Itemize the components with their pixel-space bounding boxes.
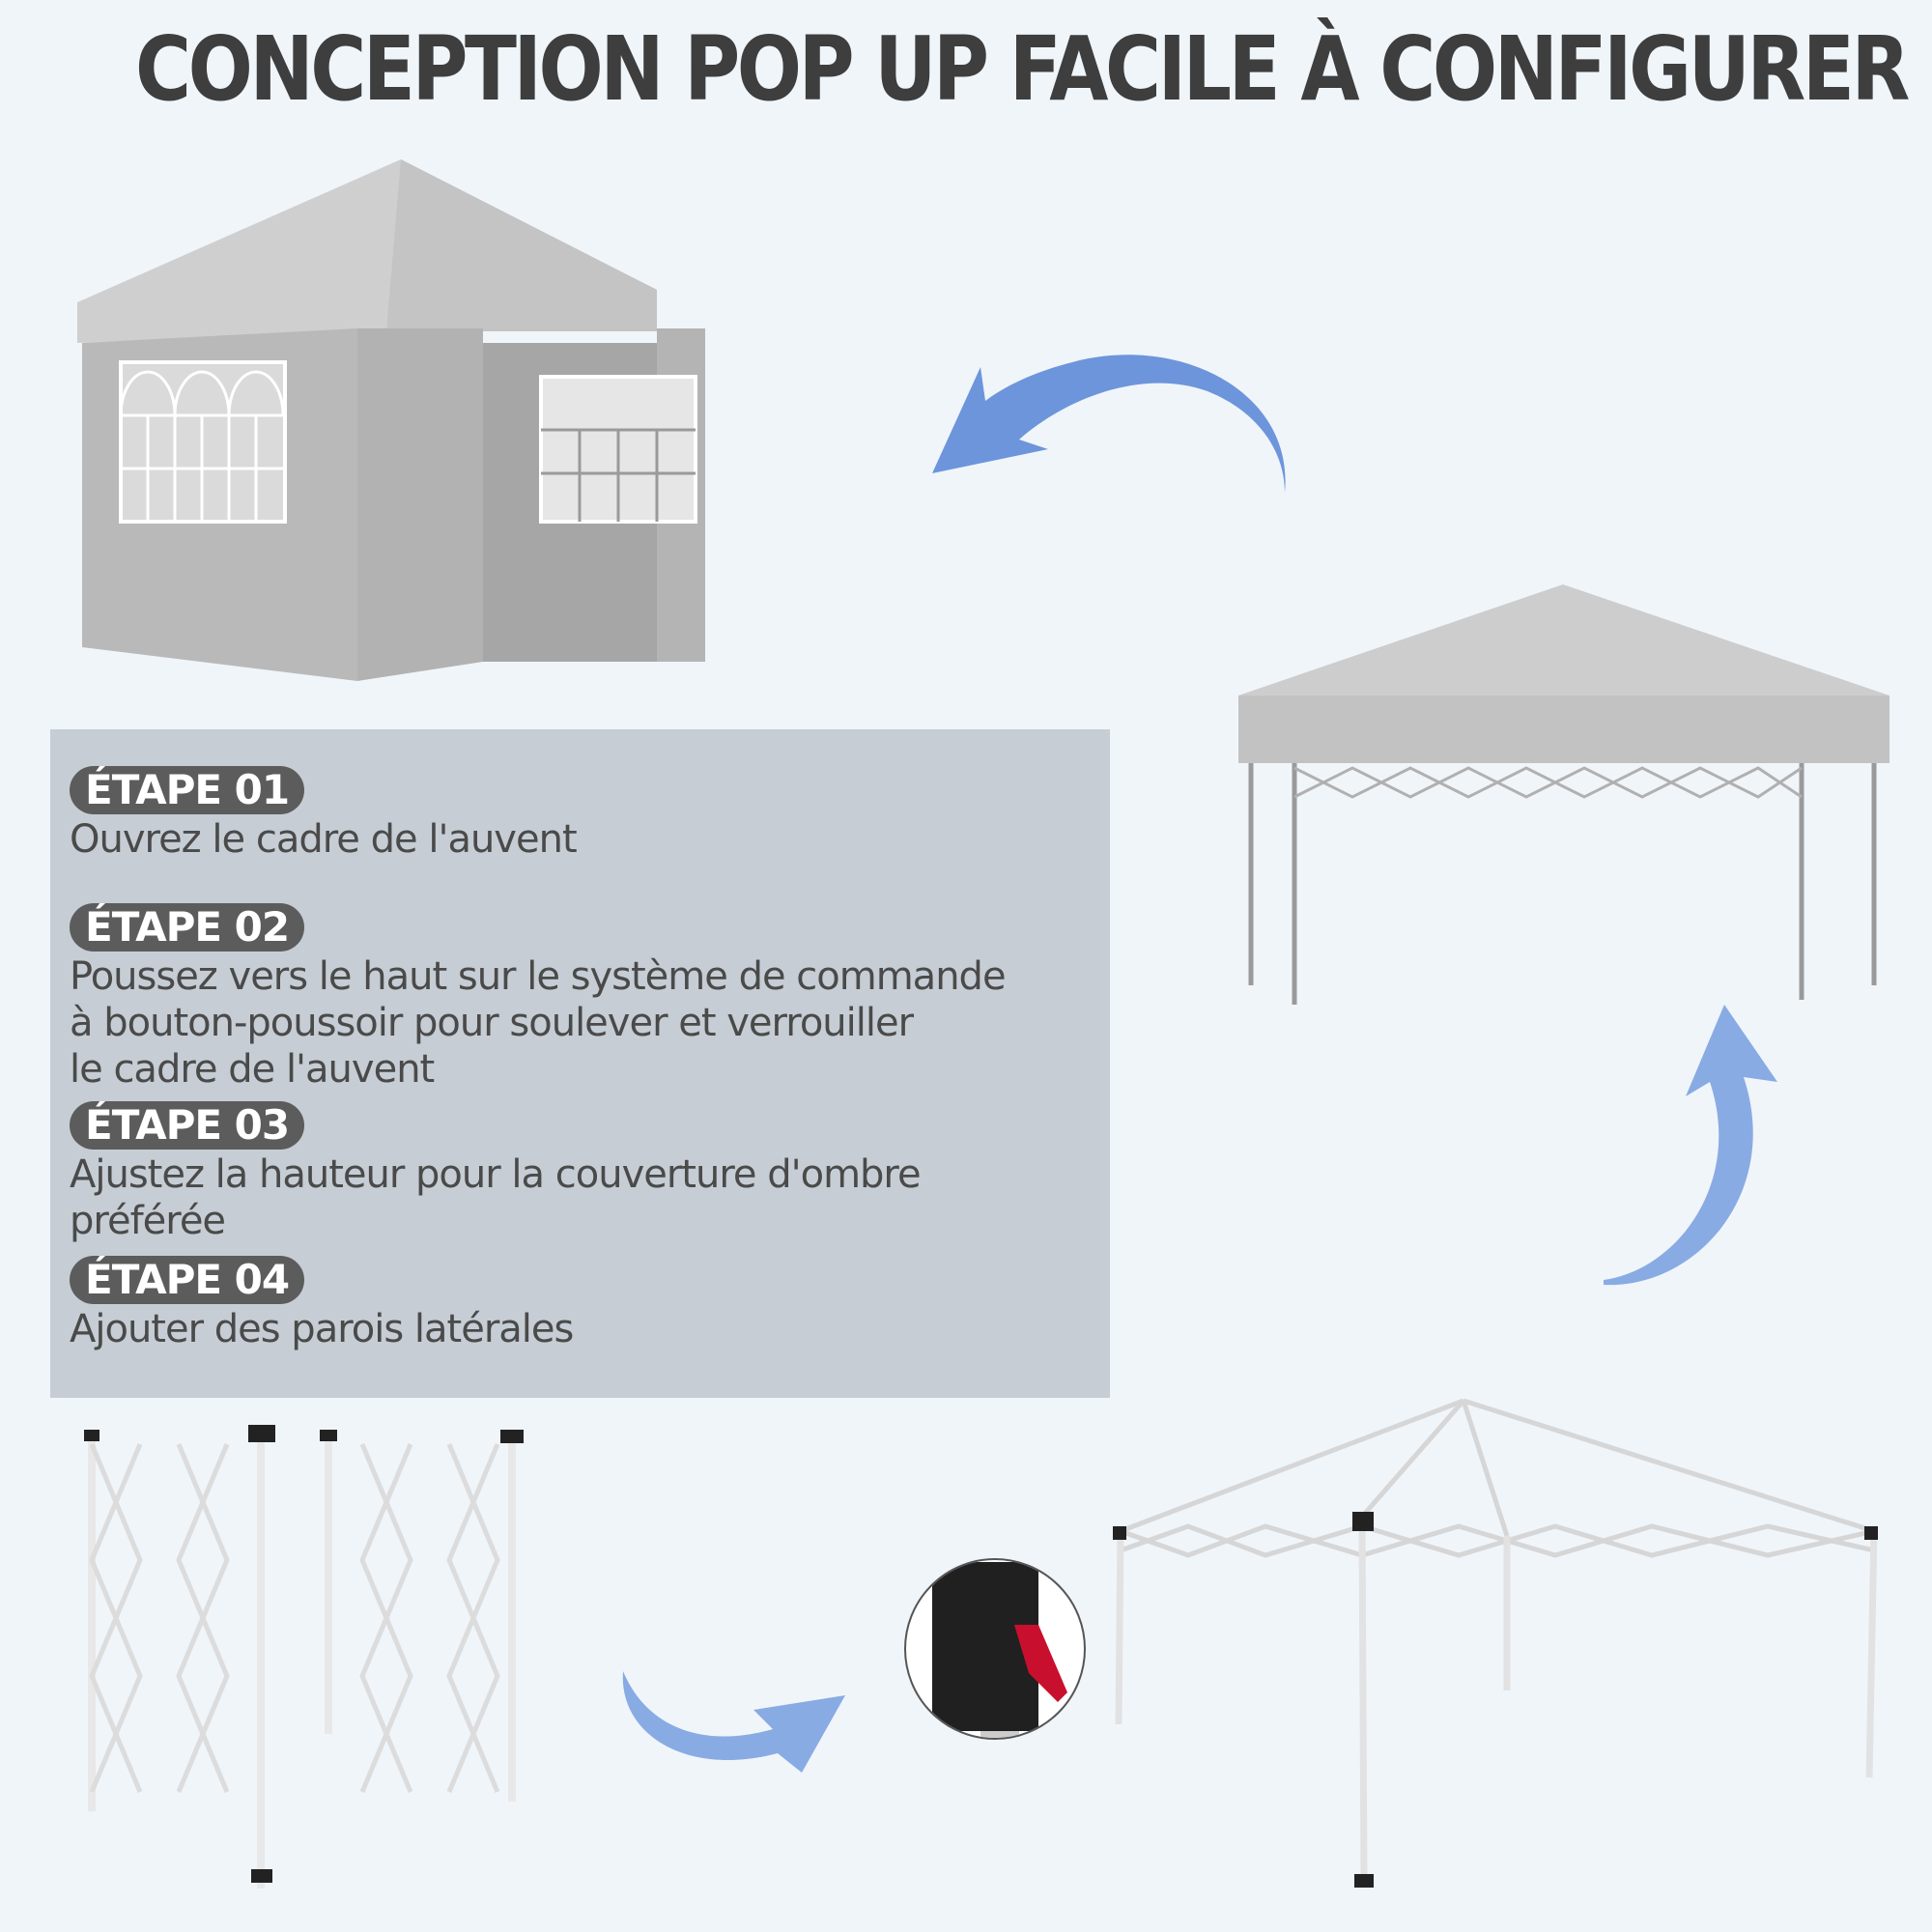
curved-arrow-icon [1599,1000,1802,1290]
step-1: ÉTAPE 01 Ouvrez le cadre de l'auvent [70,766,578,863]
step-badge: ÉTAPE 01 [70,766,305,814]
step-2: ÉTAPE 02 Poussez vers le haut sur le sys… [70,903,1007,1093]
step-badge: ÉTAPE 03 [70,1101,305,1150]
tent-with-walls-image [77,159,821,681]
step-4: ÉTAPE 04 Ajouter des parois latérales [70,1256,574,1352]
instructions-panel: ÉTAPE 01 Ouvrez le cadre de l'auvent ÉTA… [50,729,1110,1398]
step-badge: ÉTAPE 02 [70,903,305,952]
step-3: ÉTAPE 03 Ajustez la hauteur pour la couv… [70,1101,922,1244]
step-badge: ÉTAPE 04 [70,1256,305,1304]
canopy-raised-image [1236,584,1893,1009]
curved-arrow-icon [618,1666,850,1782]
step-description: Ouvrez le cadre de l'auvent [70,817,578,862]
step-description: Ajustez la hauteur pour la couverture d'… [70,1152,922,1243]
folded-frame-image [82,1425,536,1898]
step-description: Poussez vers le haut sur le système de c… [70,954,1007,1092]
expanded-frame-image [1111,1396,1884,1898]
step-description: Ajouter des parois latérales [70,1307,574,1351]
page-title: CONCEPTION POP UP FACILE À CONFIGURER [135,17,1910,121]
curved-arrow-icon [927,333,1294,497]
lock-detail-image [903,1557,1087,1741]
